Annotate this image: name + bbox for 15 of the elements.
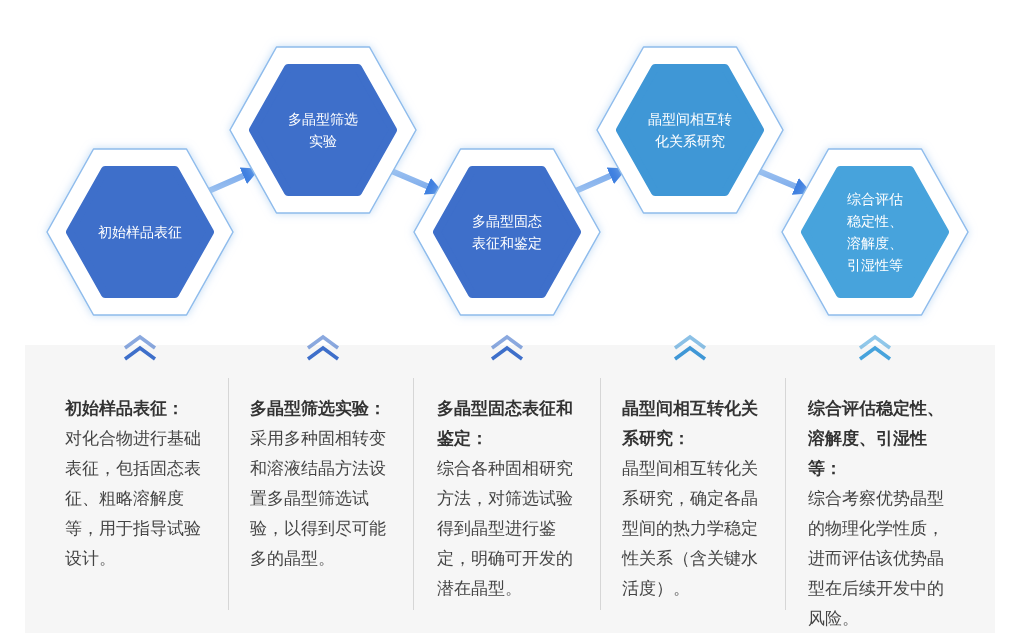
step-description: 对化合物进行基础表征，包括固态表征、粗略溶解度等，用于指导试验设计。 <box>65 427 202 570</box>
step-title: 综合评估稳定性、溶解度、引湿性等 <box>846 190 904 275</box>
step-description: 晶型间相互转化关系研究，确定各晶型间的热力学稳定性关系（含关键水活度）。 <box>622 457 759 600</box>
step-title: 多晶型筛选实验 <box>287 110 359 151</box>
step-heading: 综合评估稳定性、溶解度、引湿性等： <box>808 397 945 480</box>
step-title: 晶型间相互转化关系研究 <box>647 110 733 151</box>
step-heading: 晶型间相互转化关系研究： <box>622 397 759 450</box>
step-description: 采用多种固相转变和溶液结晶方法设置多晶型筛选试验，以得到尽可能多的晶型。 <box>250 427 387 570</box>
step-title: 多晶型固态表征和鉴定 <box>471 212 543 253</box>
step-heading: 多晶型筛选实验： <box>250 397 387 420</box>
step-title: 初始样品表征 <box>98 223 182 242</box>
step-description: 综合各种固相研究方法，对筛选试验得到晶型进行鉴定，明确可开发的潜在晶型。 <box>437 457 574 600</box>
step-description: 综合考察优势晶型的物理化学性质，进而评估该优势晶型在后续开发中的风险。 <box>808 487 945 630</box>
step-heading: 初始样品表征： <box>65 397 185 420</box>
step-heading: 多晶型固态表征和鉴定： <box>437 397 574 450</box>
